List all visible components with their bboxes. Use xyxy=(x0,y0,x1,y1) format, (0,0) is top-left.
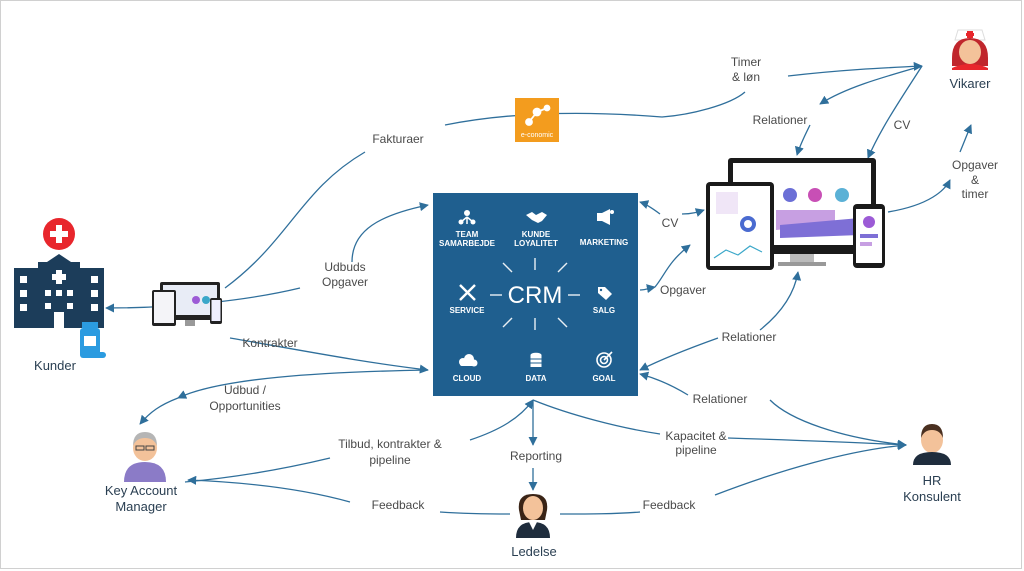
label-udbud-l2: Opportunities xyxy=(209,399,280,413)
connection-arrows xyxy=(105,61,972,515)
label-kapacitet-l1: Kapacitet & xyxy=(665,429,726,443)
module-kunde-l1: KUNDE xyxy=(522,230,551,239)
module-kunde-l2: LOYALITET xyxy=(514,239,558,248)
edge-labels: Timer & løn Fakturaer Relationer CV Opga… xyxy=(209,55,998,512)
team-icon xyxy=(458,210,476,225)
module-team-l1: TEAM xyxy=(456,230,479,239)
label-tilbud-l2: pipeline xyxy=(369,453,411,467)
arrow-feedback-right xyxy=(559,511,641,515)
label-cv-top: CV xyxy=(894,118,911,132)
label-opgaver-timer-l1: Opgaver xyxy=(952,158,998,172)
label-kontrakter: Kontrakter xyxy=(242,336,297,350)
arrow-fakturaer xyxy=(224,151,366,289)
economic-logo: e-conomic xyxy=(515,98,559,142)
label-relationer-mid: Relationer xyxy=(722,330,777,344)
devices-small-icon xyxy=(152,282,222,326)
label-tilbud-l1: Tilbud, kontrakter & xyxy=(338,437,442,451)
ledelse-avatar-icon xyxy=(516,494,550,538)
label-opgaver-mid: Opgaver xyxy=(660,283,706,297)
node-vikarer: Vikarer xyxy=(950,76,992,91)
arrow-vikarer-cv xyxy=(867,65,923,159)
handshake-icon xyxy=(526,212,547,223)
crm-box: CRM TEAM SAMARBEJDE KUNDE LOYALITET MARK… xyxy=(433,193,638,396)
hr-avatar-icon xyxy=(913,424,951,465)
module-marketing: MARKETING xyxy=(580,238,628,247)
label-relationer-low: Relationer xyxy=(693,392,748,406)
label-reporting: Reporting xyxy=(510,449,562,463)
label-udbuds-l1: Udbuds xyxy=(324,260,365,274)
label-lon: & løn xyxy=(732,70,760,84)
node-hr-l1: HR xyxy=(923,473,942,488)
arrow-vikarer-relationer xyxy=(819,65,923,105)
node-ledelse: Ledelse xyxy=(511,544,557,559)
module-cloud: CLOUD xyxy=(453,374,482,383)
label-udbud-l1: Udbud / xyxy=(224,383,267,397)
label-opgaver-timer-l2: & xyxy=(971,173,979,187)
node-key-account-l2: Manager xyxy=(115,499,167,514)
arrow-kontrakter xyxy=(229,337,429,374)
arrow-relationer-mid-left xyxy=(639,337,719,371)
arrow-kapacitet xyxy=(532,399,661,435)
devices-large-icon xyxy=(706,158,885,270)
arrow-tilbud xyxy=(469,399,534,441)
label-timer: Timer xyxy=(731,55,761,69)
node-hr-l2: Konsulent xyxy=(903,489,961,504)
label-kapacitet-l2: pipeline xyxy=(675,443,717,457)
arrow-cv-to-crm xyxy=(639,200,661,215)
hospital-icon xyxy=(14,218,106,358)
tools-icon xyxy=(459,284,476,301)
label-relationer-top: Relationer xyxy=(753,113,808,127)
module-salg: SALG xyxy=(593,306,615,315)
label-opgaver-timer-l3: timer xyxy=(962,187,989,201)
economic-label: e-conomic xyxy=(521,132,554,139)
label-udbuds-l2: Opgaver xyxy=(322,275,368,289)
module-data: DATA xyxy=(525,374,546,383)
arrow-relationer-low xyxy=(639,371,689,396)
crm-title: CRM xyxy=(508,282,563,309)
goal-icon xyxy=(596,351,613,368)
module-service: SERVICE xyxy=(450,306,486,315)
medicine-bottle-icon xyxy=(80,322,106,358)
arrow-opgaver xyxy=(654,244,691,288)
tag-icon xyxy=(598,287,612,300)
label-cv-mid: CV xyxy=(662,216,679,230)
database-icon xyxy=(530,352,542,367)
nurse-avatar-icon xyxy=(952,29,988,70)
node-kunder: Kunder xyxy=(34,358,77,373)
label-feedback-left: Feedback xyxy=(372,498,426,512)
arrow-timer-to-vikarer xyxy=(787,61,923,77)
arrow-timer-line xyxy=(661,91,746,118)
label-fakturaer: Fakturaer xyxy=(372,132,423,146)
cloud-icon xyxy=(459,354,478,367)
module-goal: GOAL xyxy=(592,374,615,383)
arrow-udbud xyxy=(177,369,429,399)
marketing-icon xyxy=(597,209,614,225)
label-feedback-right: Feedback xyxy=(643,498,697,512)
arrow-udbuds xyxy=(351,202,429,263)
module-team-l2: SAMARBEJDE xyxy=(439,239,496,248)
arrow-feedback-left xyxy=(187,475,351,503)
key-account-avatar-icon xyxy=(124,432,166,482)
node-key-account-l1: Key Account xyxy=(105,483,178,498)
